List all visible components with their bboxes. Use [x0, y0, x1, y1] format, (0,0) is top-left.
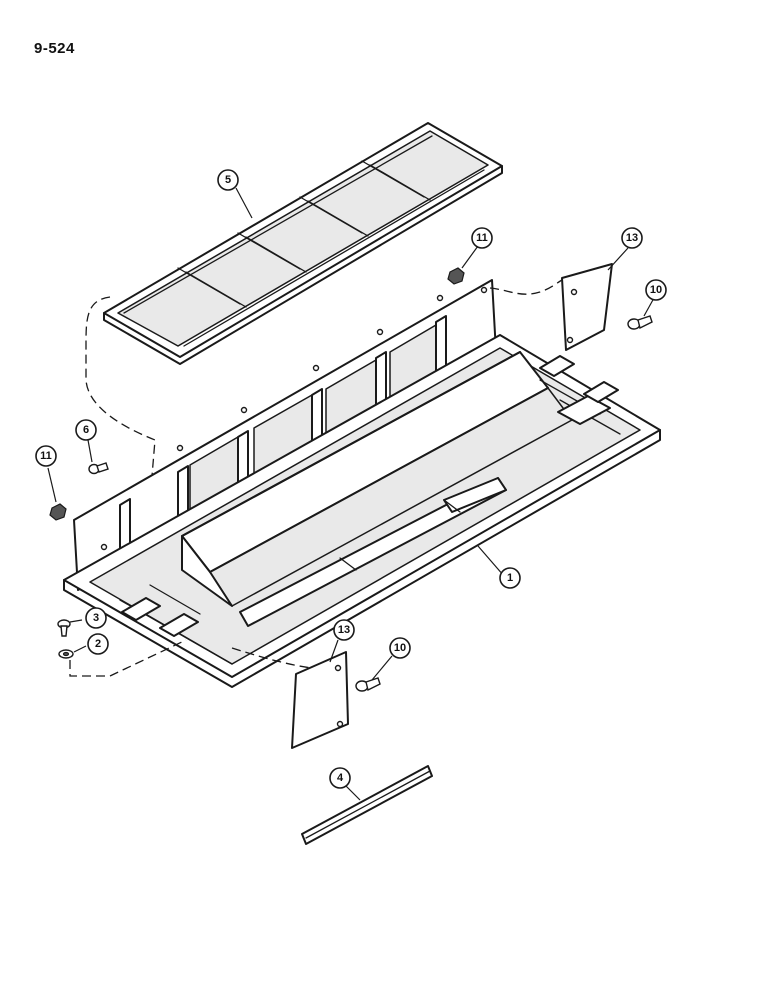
callout-10-lower: 10: [389, 637, 411, 659]
page-number: 9-524: [34, 40, 75, 57]
callout-1: 1: [499, 567, 521, 589]
svg-text:6: 6: [83, 424, 89, 436]
leader-10-lower: [371, 655, 393, 681]
callout-2: 2: [87, 633, 109, 655]
part-1-tray-housing: [63, 279, 661, 688]
leader-5: [235, 187, 253, 219]
callout-6: 6: [75, 419, 97, 441]
part-10-bolt-lower: [355, 677, 381, 692]
part-11-nut-upper: [447, 267, 465, 285]
assembly-line-lower: [69, 639, 187, 677]
callout-10-upper: 10: [645, 279, 667, 301]
leader-11-upper: [461, 245, 479, 269]
leader-6: [87, 439, 93, 463]
part-6-bolt: [88, 462, 109, 475]
part-4-strip: [301, 765, 433, 845]
svg-text:11: 11: [476, 232, 488, 244]
leader-10-upper: [643, 297, 655, 317]
part-13-side-panel-upper: [561, 263, 613, 351]
svg-text:5: 5: [225, 174, 231, 186]
callout-13-upper: 13: [621, 227, 643, 249]
svg-text:3: 3: [93, 612, 99, 624]
svg-text:2: 2: [95, 638, 101, 650]
part-13-side-panel-lower: [291, 651, 349, 749]
part-5-cover-frame: [103, 122, 503, 365]
assembly-line-cover: [85, 296, 156, 501]
leader-13-upper: [607, 247, 629, 271]
svg-text:10: 10: [394, 642, 406, 654]
svg-text:13: 13: [626, 232, 638, 244]
callout-11-left: 11: [35, 445, 57, 467]
svg-text:11: 11: [40, 450, 52, 462]
callout-4: 4: [329, 767, 351, 789]
leader-1: [477, 545, 505, 577]
leader-2: [73, 645, 87, 653]
svg-text:10: 10: [650, 284, 662, 296]
assembly-line-panel-upper: [489, 279, 563, 295]
leader-11-left: [47, 467, 57, 503]
leader-13-lower: [329, 639, 339, 663]
leader-3: [69, 619, 83, 623]
callout-3: 3: [85, 607, 107, 629]
callout-11-upper: 11: [471, 227, 493, 249]
svg-text:4: 4: [337, 772, 344, 784]
part-10-bolt-upper: [627, 315, 653, 330]
leader-4: [345, 785, 361, 801]
svg-text:1: 1: [507, 572, 513, 584]
callout-5: 5: [217, 169, 239, 191]
callout-13-lower: 13: [333, 619, 355, 641]
svg-text:13: 13: [338, 624, 350, 636]
part-11-nut-left: [49, 503, 67, 521]
part-3-screw: [57, 619, 71, 637]
part-2-washer: [58, 649, 74, 659]
